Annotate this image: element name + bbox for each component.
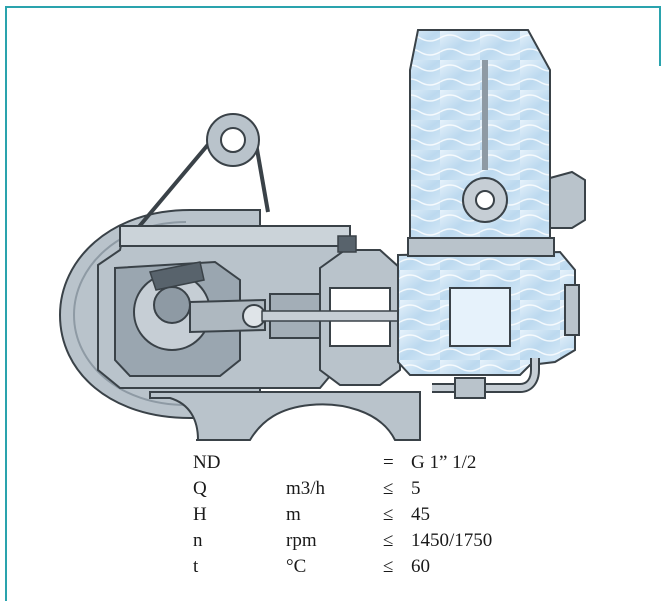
spec-symbol: ND xyxy=(193,452,221,473)
air-vessel xyxy=(407,29,586,257)
spec-operator: ≤ xyxy=(383,530,394,551)
belt-drive xyxy=(130,113,270,237)
frame-right-border xyxy=(659,6,661,66)
spec-unit: °C xyxy=(286,556,307,577)
spec-symbol: H xyxy=(193,504,207,525)
spec-operator: ≤ xyxy=(383,478,394,499)
spec-unit: m xyxy=(286,504,301,525)
pump-base xyxy=(149,391,421,441)
spec-symbol: n xyxy=(193,530,203,551)
spec-value: 60 xyxy=(411,556,430,577)
spec-symbol: t xyxy=(193,556,199,577)
spec-operator: ≤ xyxy=(383,556,394,577)
spec-unit: rpm xyxy=(286,530,317,551)
crankcase xyxy=(97,225,351,389)
spec-symbol: Q xyxy=(193,478,207,499)
spec-operator: = xyxy=(383,452,394,473)
spec-value: 45 xyxy=(411,504,430,525)
discharge-pipe xyxy=(432,358,540,399)
spec-value: 1450/1750 xyxy=(411,530,493,551)
pump-chamber xyxy=(397,250,580,376)
spec-value: 5 xyxy=(411,478,421,499)
spec-operator: ≤ xyxy=(383,504,394,525)
frame-top-border xyxy=(5,6,661,8)
spec-value: G 1” 1/2 xyxy=(411,452,477,473)
spec-unit: m3/h xyxy=(286,478,326,499)
frame-left-border xyxy=(5,6,7,601)
